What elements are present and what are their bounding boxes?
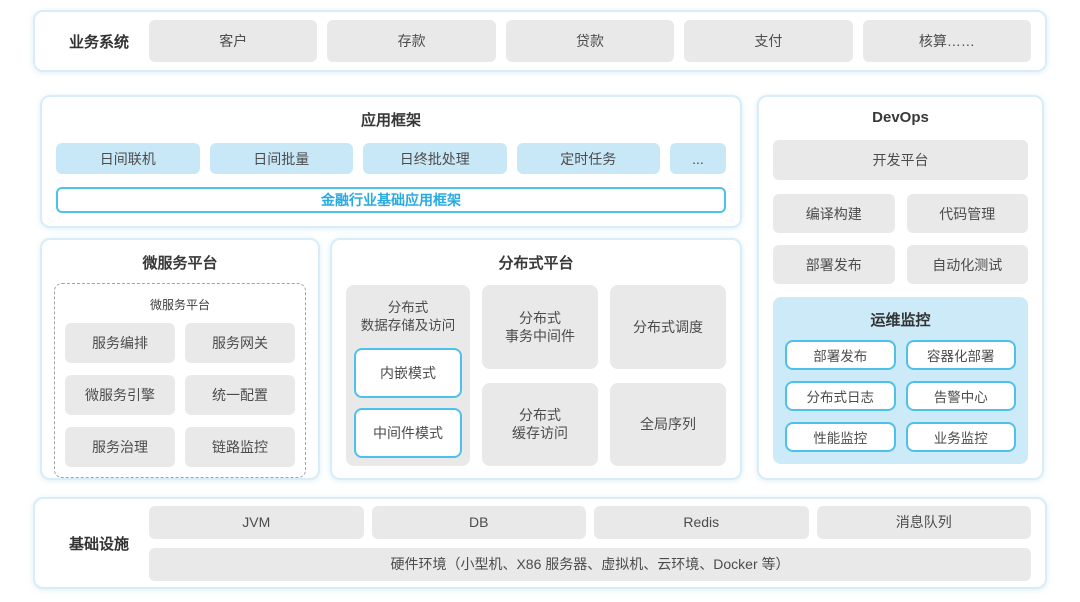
app-framework-panel: 应用框架 日间联机 日间批量 日终批处理 定时任务 ... 金融行业基础应用框架 — [40, 95, 742, 228]
biz-item-payment: 支付 — [684, 20, 853, 62]
biz-item-deposit: 存款 — [327, 20, 496, 62]
microservice-inner-title: 微服务平台 — [149, 298, 210, 312]
devops-item-auto-test: 自动化测试 — [906, 245, 1028, 284]
ms-item-unified-config: 统一配置 — [185, 375, 295, 415]
infra-item-redis: Redis — [594, 505, 809, 539]
ops-monitor-panel: 运维监控 部署发布 容器化部署 分布式日志 告警中心 性能监控 业务监控 — [773, 297, 1028, 464]
infrastructure-panel: 基础设施 JVM DB Redis 消息队列 硬件环境（小型机、X86 服务器、… — [33, 497, 1047, 589]
devops-items: 编译构建 代码管理 部署发布 自动化测试 — [773, 194, 1028, 284]
dp-item-cache-access: 分布式 缓存访问 — [482, 382, 598, 467]
dp-column-middle: 分布式 事务中间件 分布式 缓存访问 — [482, 285, 598, 467]
ops-item-container-deploy: 容器化部署 — [905, 340, 1016, 370]
ms-item-governance: 服务治理 — [65, 427, 175, 467]
dp-column-right: 分布式调度 全局序列 — [610, 285, 726, 467]
microservice-items: 服务编排 服务网关 微服务引擎 统一配置 服务治理 链路监控 — [65, 323, 295, 467]
devops-panel: DevOps 开发平台 编译构建 代码管理 部署发布 自动化测试 运维监控 部署… — [757, 95, 1044, 480]
mode-middleware: 中间件模式 — [354, 408, 462, 459]
ops-item-biz-monitor: 业务监控 — [905, 422, 1016, 452]
dp-item-scheduler: 分布式调度 — [610, 285, 726, 369]
af-item-more: ... — [670, 143, 726, 174]
dev-platform-box: 开发平台 — [773, 140, 1028, 180]
distributed-panel: 分布式平台 分布式 数据存储及访问 内嵌模式 中间件模式 分布式 事务中间件 分… — [330, 238, 742, 480]
af-item-eod-batch: 日终批处理 — [363, 143, 507, 174]
hardware-env-box: 硬件环境（小型机、X86 服务器、虚拟机、云环境、Docker 等） — [149, 547, 1031, 581]
microservice-title: 微服务平台 — [142, 255, 218, 272]
biz-item-loan: 贷款 — [505, 20, 675, 62]
devops-item-deploy: 部署发布 — [773, 245, 895, 284]
mode-embedded: 内嵌模式 — [354, 348, 462, 399]
ops-item-deploy-release: 部署发布 — [785, 340, 896, 370]
ops-item-alert-center: 告警中心 — [905, 381, 1016, 411]
microservice-panel: 微服务平台 微服务平台 服务编排 服务网关 微服务引擎 统一配置 服务治理 链路… — [40, 238, 320, 480]
infra-item-jvm: JVM — [149, 505, 364, 539]
business-systems-items: 客户 存款 贷款 支付 核算…… — [149, 20, 1032, 62]
af-item-daytime-online: 日间联机 — [56, 143, 200, 174]
devops-item-build: 编译构建 — [773, 194, 895, 233]
af-item-scheduled-tasks: 定时任务 — [516, 143, 660, 174]
biz-item-accounting: 核算…… — [862, 20, 1032, 62]
ops-item-distributed-log: 分布式日志 — [785, 381, 896, 411]
infrastructure-items: JVM DB Redis 消息队列 — [149, 505, 1031, 539]
dp-item-transaction-middleware: 分布式 事务中间件 — [482, 285, 598, 369]
infra-item-mq: 消息队列 — [816, 505, 1031, 539]
devops-item-code-mgmt: 代码管理 — [906, 194, 1028, 233]
biz-item-customer: 客户 — [149, 20, 318, 62]
business-systems-panel: 业务系统 客户 存款 贷款 支付 核算…… — [33, 10, 1047, 72]
dp-storage-title: 分布式 数据存储及访问 — [360, 300, 456, 333]
app-framework-title: 应用框架 — [360, 112, 421, 129]
ops-item-perf-monitor: 性能监控 — [785, 422, 896, 452]
devops-title: DevOps — [872, 109, 929, 126]
distributed-title: 分布式平台 — [498, 255, 574, 272]
ops-monitor-items: 部署发布 容器化部署 分布式日志 告警中心 性能监控 业务监控 — [785, 340, 1016, 452]
business-systems-label: 业务系统 — [68, 33, 129, 51]
infrastructure-body: JVM DB Redis 消息队列 硬件环境（小型机、X86 服务器、虚拟机、云… — [149, 505, 1031, 581]
infra-item-db: DB — [371, 505, 586, 539]
ms-item-orchestration: 服务编排 — [65, 323, 175, 363]
ms-item-gateway: 服务网关 — [185, 323, 295, 363]
ops-monitor-title: 运维监控 — [870, 312, 931, 329]
dp-storage-box: 分布式 数据存储及访问 内嵌模式 中间件模式 — [346, 285, 470, 467]
base-framework-box: 金融行业基础应用框架 — [56, 187, 726, 213]
distributed-body: 分布式 数据存储及访问 内嵌模式 中间件模式 分布式 事务中间件 分布式 缓存访… — [346, 285, 726, 467]
ms-item-trace-monitor: 链路监控 — [185, 427, 295, 467]
ms-item-engine: 微服务引擎 — [65, 375, 175, 415]
microservice-inner-box: 微服务平台 服务编排 服务网关 微服务引擎 统一配置 服务治理 链路监控 — [54, 283, 306, 478]
dp-item-global-sequence: 全局序列 — [610, 382, 726, 467]
infrastructure-label: 基础设施 — [68, 535, 129, 553]
app-framework-items: 日间联机 日间批量 日终批处理 定时任务 ... — [56, 143, 726, 174]
af-item-daytime-batch: 日间批量 — [209, 143, 353, 174]
